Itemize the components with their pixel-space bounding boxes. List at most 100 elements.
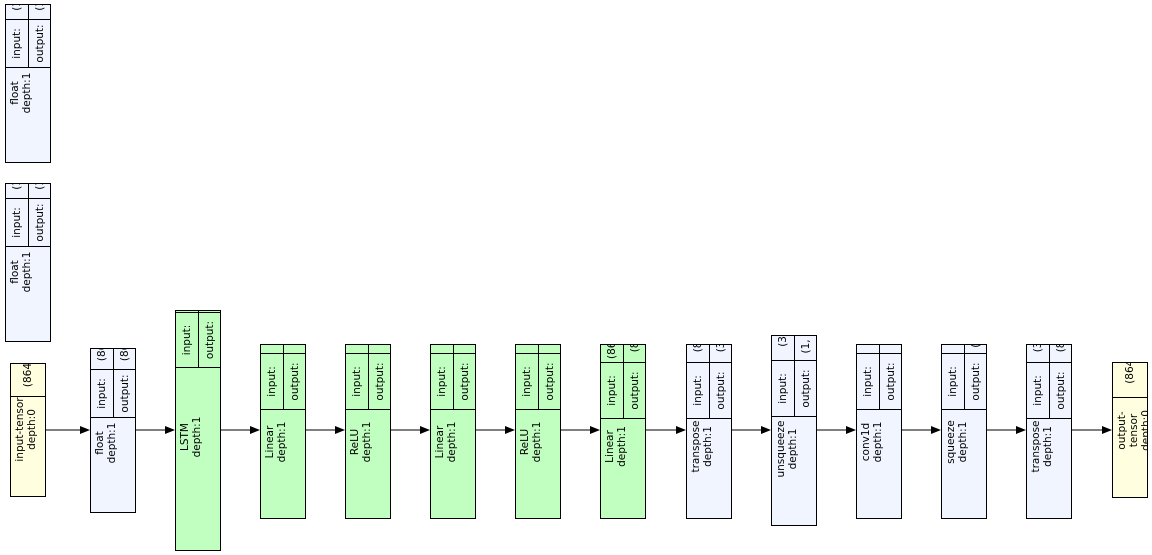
- node-title: output-tensor: [1116, 411, 1140, 450]
- output-shape: (864, 256), 2 x (1, 256): [198, 311, 220, 313]
- output-label: output:: [538, 354, 560, 410]
- output-label: output:: [368, 354, 390, 410]
- edge-arrowhead: [420, 426, 430, 434]
- node-depth: depth:1: [616, 426, 628, 467]
- edge-arrowhead: [590, 426, 600, 434]
- edge-arrowhead: [1102, 426, 1112, 434]
- node-depth: depth:1: [106, 422, 118, 464]
- input-label: input:: [6, 199, 28, 247]
- node-depth: depth:0: [26, 409, 38, 450]
- input-label: input:: [176, 313, 198, 368]
- edge-arrowhead: [931, 426, 941, 434]
- edge-arrowhead: [505, 426, 515, 434]
- edge-arrowhead: [335, 426, 345, 434]
- input-shape: (3, 864): [1027, 345, 1049, 363]
- output-label: output:: [709, 363, 731, 419]
- node-title: float: [94, 431, 106, 455]
- input-shape: (1, 3, 864): [857, 345, 879, 354]
- node-depth: depth:1: [21, 72, 33, 114]
- input-shape: (864, 128): [431, 345, 453, 354]
- tensor-shape: (864, 28): [11, 364, 45, 397]
- node-title: Linear: [434, 425, 446, 459]
- node-title: ReLU: [349, 428, 361, 456]
- input-label: input:: [261, 354, 283, 410]
- node-depth: depth:1: [191, 416, 203, 458]
- node-depth: depth:1: [276, 421, 288, 463]
- output-shape: (864, 3): [1049, 345, 1071, 363]
- output-label: output:: [1049, 363, 1071, 419]
- input-shape: (864, 28): [91, 349, 113, 370]
- output-shape: (3, 864): [709, 345, 731, 363]
- node-title: transpose: [690, 420, 702, 473]
- node-depth: depth:1: [787, 428, 799, 470]
- output-shape: (864, 128): [453, 345, 475, 354]
- edge-arrowhead: [80, 426, 90, 434]
- input-label: input:: [772, 361, 794, 417]
- edge-arrowhead: [846, 426, 856, 434]
- node-title: squeeze: [945, 420, 957, 464]
- output-label: output:: [964, 354, 986, 410]
- input-label: input:: [516, 354, 538, 410]
- node-depth: depth:1: [1042, 426, 1054, 467]
- input-shape: (864, 128): [516, 345, 538, 354]
- edge-arrowhead: [676, 426, 686, 434]
- output-shape: (864, 28): [113, 349, 135, 370]
- output-shape: (864, 128): [538, 345, 560, 354]
- input-label: input:: [857, 354, 879, 410]
- input-label: input:: [346, 354, 368, 410]
- edge-arrowhead: [1016, 426, 1026, 434]
- node-title: input-tensor: [14, 397, 26, 462]
- output-label: output:: [879, 354, 901, 410]
- node-title: conv1d: [860, 422, 872, 462]
- output-shape: (864, 128): [368, 345, 390, 354]
- output-label: output:: [28, 20, 50, 68]
- input-shape: (864, 128): [346, 345, 368, 354]
- tensor-shape: (864, 3): [1113, 363, 1147, 398]
- input-label: input:: [1027, 363, 1049, 419]
- output-shape: (1, 256): [28, 5, 50, 20]
- output-label: output:: [198, 313, 220, 368]
- edge-arrowhead: [250, 426, 260, 434]
- output-label: output:: [283, 354, 305, 410]
- node-title: Linear: [264, 425, 276, 459]
- output-label: output:: [453, 354, 475, 410]
- input-shape: (864, 3): [687, 345, 709, 363]
- edge-arrowhead: [761, 426, 771, 434]
- input-label: input:: [942, 354, 964, 410]
- output-label: output:: [113, 370, 135, 418]
- node-title: float: [9, 260, 21, 284]
- node-depth: depth:1: [531, 421, 543, 463]
- output-shape: (1, 256): [28, 184, 50, 199]
- output-label: output:: [28, 199, 50, 247]
- node-depth: depth:1: [446, 421, 458, 463]
- input-label: input:: [687, 363, 709, 419]
- node-depth: depth:0: [1140, 410, 1148, 451]
- input-shape: (864, 128): [601, 345, 623, 363]
- node-depth: depth:1: [361, 421, 373, 463]
